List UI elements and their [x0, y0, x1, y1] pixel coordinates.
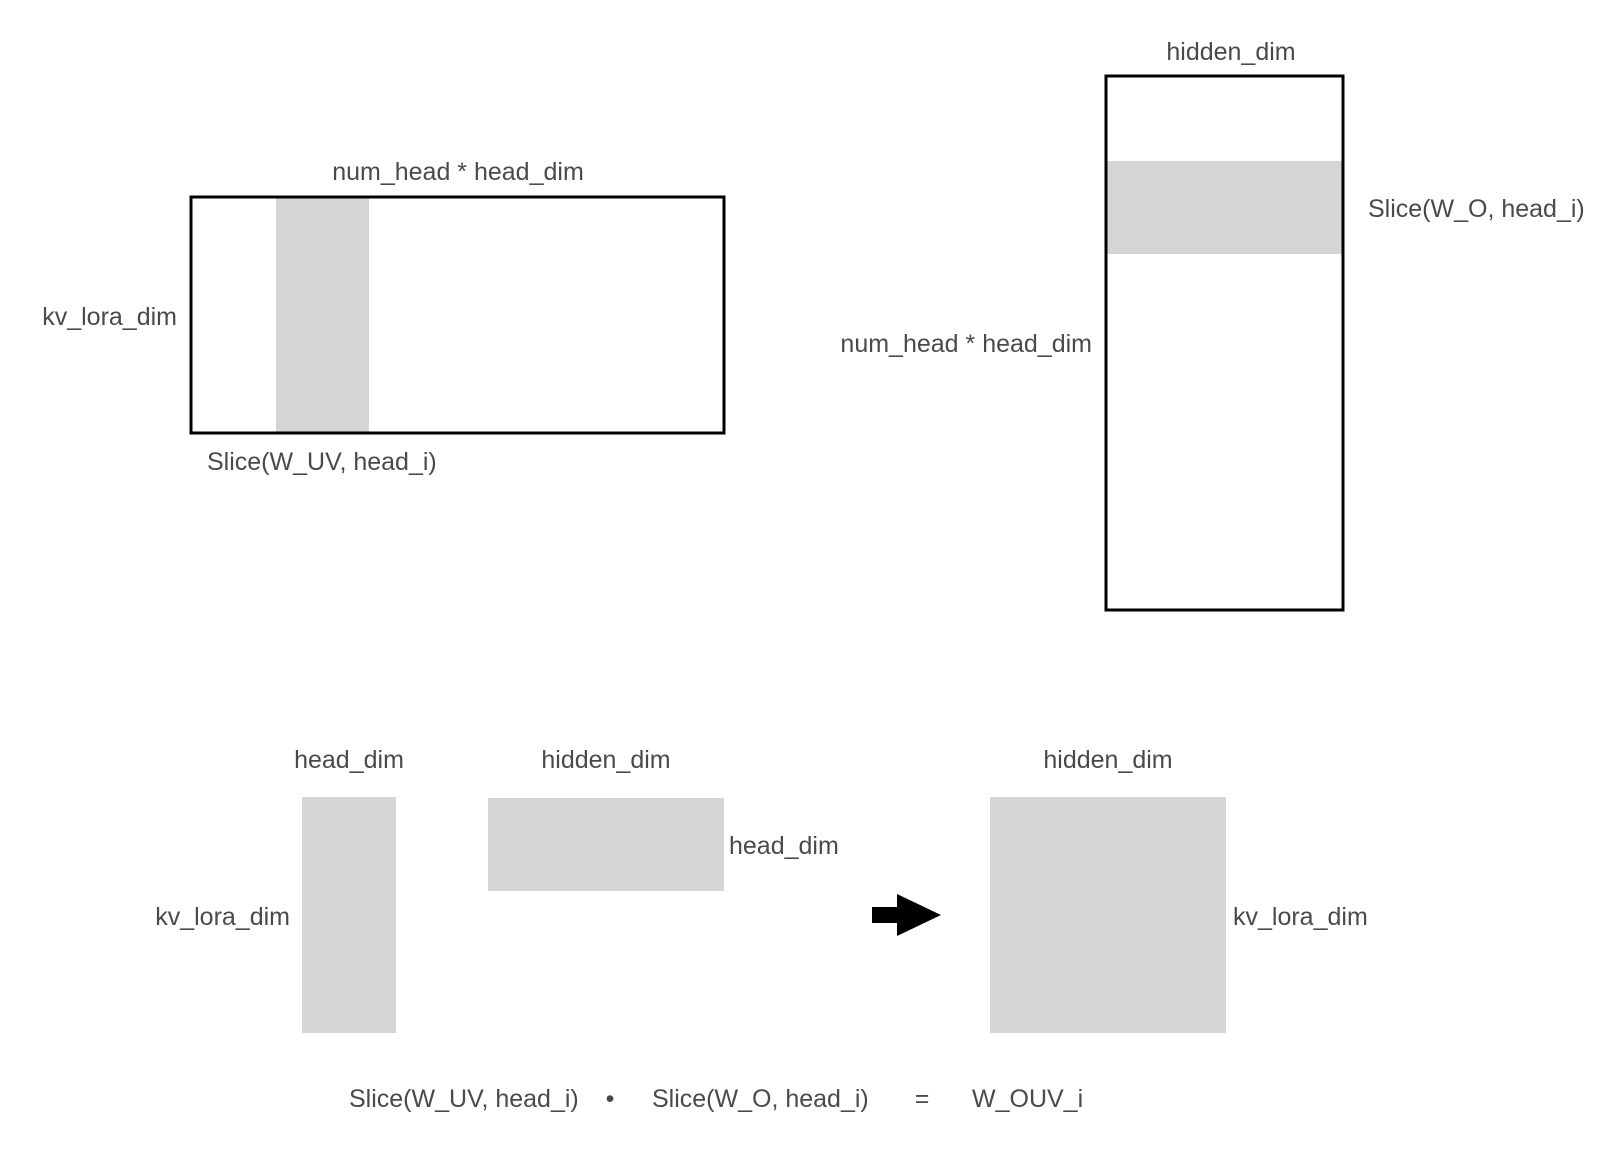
w-o-left-label: num_head * head_dim	[840, 330, 1092, 358]
w-o-slice-label: Slice(W_O, head_i)	[1368, 195, 1585, 223]
uv-slice-top-label: head_dim	[294, 746, 404, 774]
w-o-matrix: hidden_dim num_head * head_dim Slice(W_O…	[840, 38, 1585, 612]
w-o-matrix-outline	[1104, 74, 1345, 612]
equation-equals: =	[915, 1085, 930, 1113]
equation-rhs: Slice(W_O, head_i)	[652, 1085, 869, 1113]
w-uv-slice-label: Slice(W_UV, head_i)	[207, 448, 437, 476]
result-block: hidden_dim kv_lora_dim	[990, 746, 1368, 1033]
w-uv-left-label: kv_lora_dim	[42, 303, 177, 331]
uv-slice-left-label: kv_lora_dim	[155, 903, 290, 931]
uv-slice-rect	[302, 797, 396, 1033]
w-uv-head-slice	[276, 198, 369, 432]
result-top-label: hidden_dim	[1043, 746, 1172, 774]
w-o-top-label: hidden_dim	[1166, 38, 1295, 66]
result-right-label: kv_lora_dim	[1233, 903, 1368, 931]
w-uv-matrix: num_head * head_dim kv_lora_dim Slice(W_…	[42, 158, 726, 476]
equation-result: W_OUV_i	[972, 1085, 1083, 1113]
w-o-head-slice	[1107, 161, 1342, 254]
arrow-right-icon	[872, 894, 941, 936]
o-slice-block: hidden_dim head_dim	[488, 746, 839, 891]
o-slice-rect	[488, 798, 724, 891]
result-rect	[990, 797, 1226, 1033]
equation-operator: •	[606, 1085, 615, 1113]
uv-slice-block: head_dim kv_lora_dim	[155, 746, 404, 1033]
equation: Slice(W_UV, head_i) • Slice(W_O, head_i)…	[349, 1085, 1083, 1113]
o-slice-right-label: head_dim	[729, 832, 839, 860]
o-slice-top-label: hidden_dim	[541, 746, 670, 774]
w-uv-top-label: num_head * head_dim	[332, 158, 584, 186]
equation-lhs: Slice(W_UV, head_i)	[349, 1085, 579, 1113]
w-uv-matrix-outline	[189, 195, 726, 435]
